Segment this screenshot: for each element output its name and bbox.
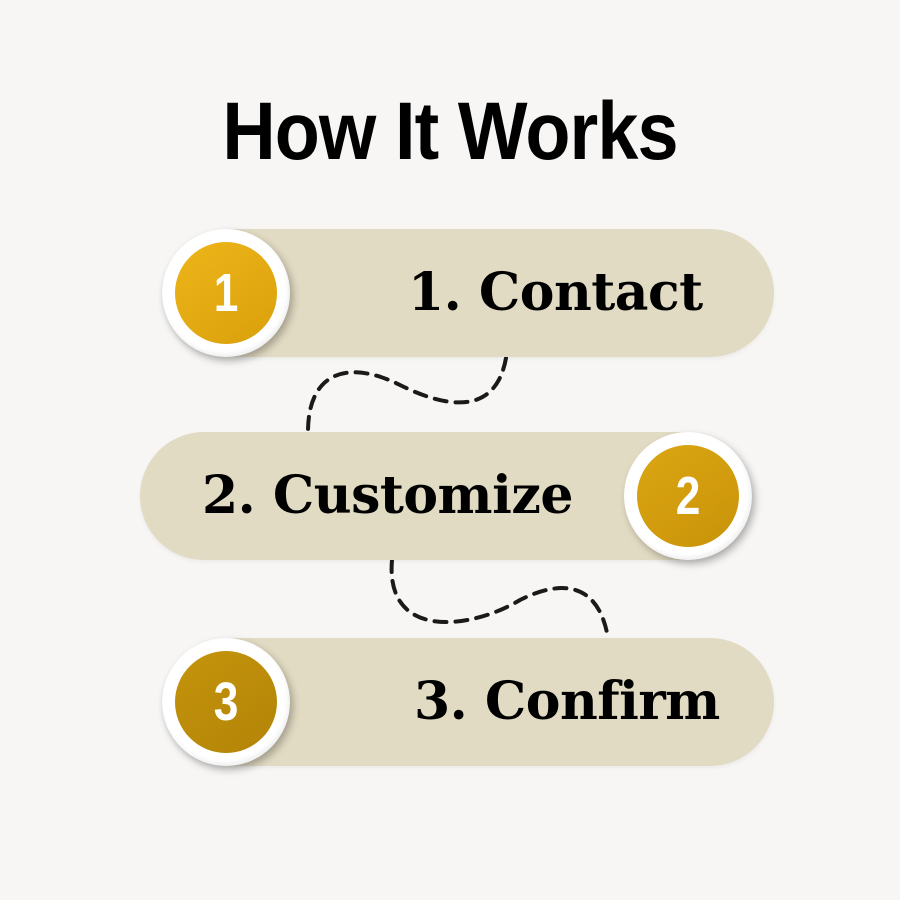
step-2-number: 2 [675, 466, 701, 526]
step-2-label: 2. Customize [202, 465, 573, 526]
step-3-number-circle: 3 [175, 651, 277, 753]
step-1-label: 1. Contact [408, 262, 703, 323]
step-2-badge: 2 [624, 432, 752, 560]
step-1-number-circle: 1 [175, 242, 277, 344]
step-3-label: 3. Confirm [414, 671, 720, 732]
connector-2-3 [389, 558, 610, 640]
page-title: How It Works [222, 86, 678, 177]
step-1-number: 1 [213, 263, 239, 323]
step-3-number: 3 [213, 672, 239, 732]
step-1-badge: 1 [162, 229, 290, 357]
step-3-badge: 3 [162, 638, 290, 766]
connector-1-2 [306, 356, 508, 434]
step-2-number-circle: 2 [637, 445, 739, 547]
